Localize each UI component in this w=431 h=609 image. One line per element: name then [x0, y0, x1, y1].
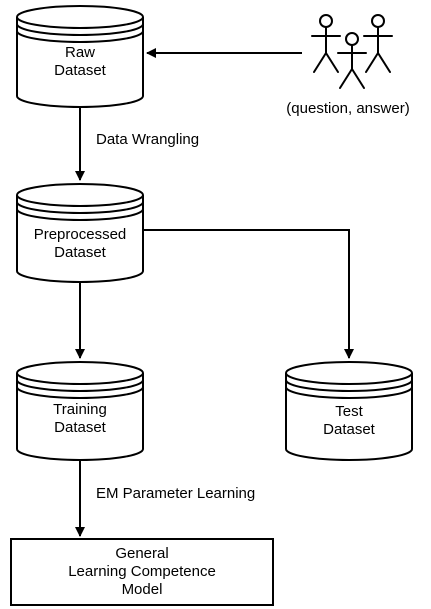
data-wrangling-label: Data Wrangling	[96, 131, 200, 148]
test-dataset-cylinder	[285, 361, 413, 461]
training-dataset-label: Training Dataset	[17, 401, 143, 437]
training-dataset-label-line2: Dataset	[54, 419, 106, 436]
arrow-preprocessed-to-test	[143, 229, 354, 359]
model-label-line2: Learning Competence	[68, 563, 216, 580]
model-label-line1: General	[115, 545, 169, 562]
em-parameter-learning-label: EM Parameter Learning	[96, 485, 256, 502]
preprocessed-dataset-label-line2: Dataset	[54, 244, 106, 261]
actor-right-icon	[363, 14, 393, 73]
actor-left-icon	[311, 14, 341, 73]
test-dataset-label-line1: Test	[335, 403, 363, 420]
model-label-line3: Model	[121, 581, 163, 598]
training-dataset-label-line1: Training	[53, 401, 107, 418]
training-dataset-cylinder	[16, 361, 144, 461]
actor-middle-icon	[337, 32, 367, 89]
actors-icon	[311, 14, 393, 89]
raw-dataset-label: Raw Dataset	[17, 44, 143, 80]
raw-dataset-label-line1: Raw	[64, 44, 95, 61]
raw-dataset-cylinder	[16, 5, 144, 108]
preprocessed-dataset-cylinder	[16, 183, 144, 283]
preprocessed-dataset-label: Preprocessed Dataset	[17, 226, 143, 262]
actors-label: (question, answer)	[286, 100, 410, 117]
raw-dataset-label-line2: Dataset	[54, 62, 106, 79]
model-label: General Learning Competence Model	[11, 545, 273, 599]
test-dataset-label-line2: Dataset	[323, 421, 375, 438]
test-dataset-label: Test Dataset	[286, 403, 412, 439]
preprocessed-dataset-label-line1: Preprocessed	[33, 226, 127, 243]
model-box	[10, 538, 274, 606]
